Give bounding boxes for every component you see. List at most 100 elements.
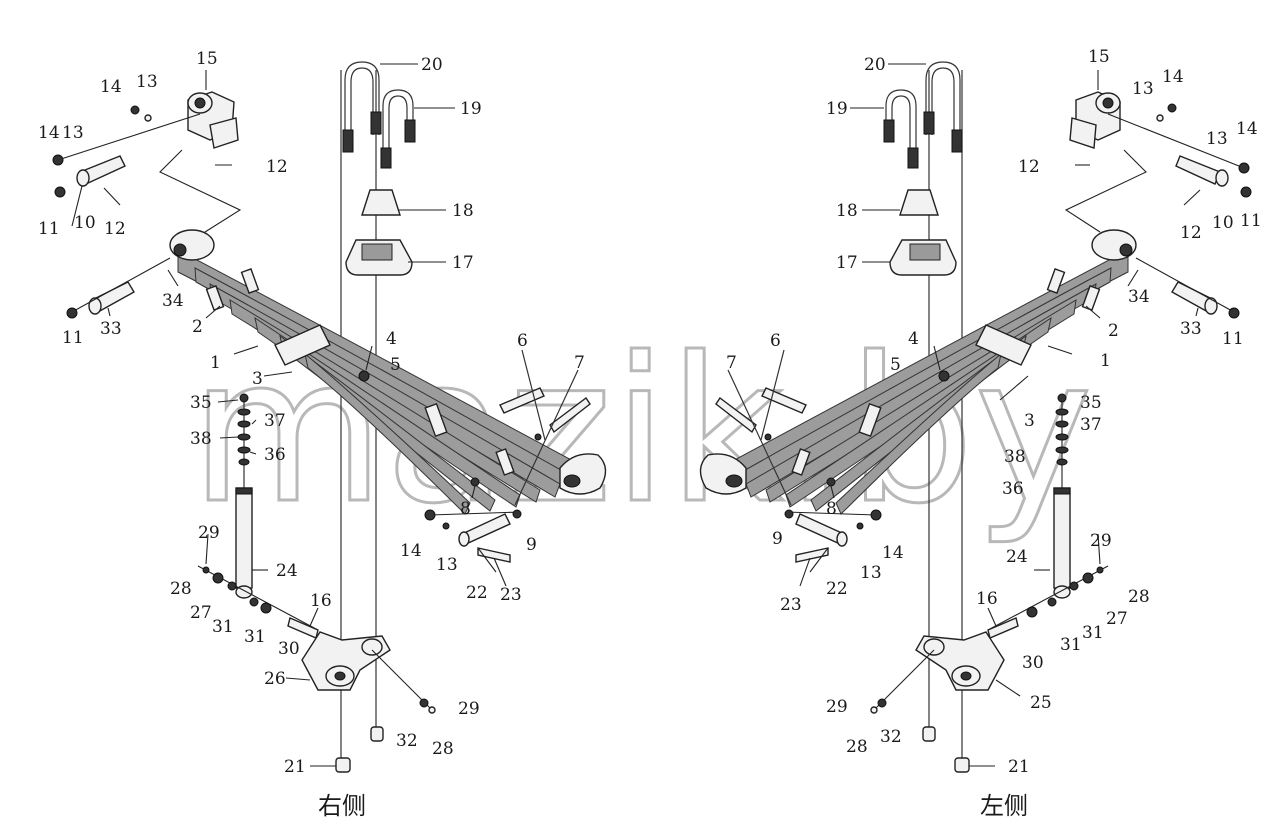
callout-10: 10 — [1212, 213, 1234, 233]
callout-6: 6 — [517, 331, 528, 351]
callout-24: 24 — [1006, 547, 1028, 567]
left-side-assembly — [699, 61, 1252, 773]
callout-38: 38 — [1004, 447, 1026, 467]
callout-2: 2 — [1108, 321, 1119, 341]
callout-30: 30 — [278, 639, 300, 659]
callout-33: 33 — [1180, 319, 1202, 339]
caption-left-side: 左侧 — [980, 792, 1028, 820]
callout-1: 1 — [210, 353, 221, 373]
callout-16: 16 — [310, 591, 332, 611]
callout-13: 13 — [62, 123, 84, 143]
u-bolt-20-right — [344, 61, 380, 150]
shock-absorber-24-right — [235, 393, 253, 599]
caption-right-side: 右侧 — [318, 792, 366, 820]
callout-37: 37 — [1080, 415, 1102, 435]
u-bolt-19-right — [382, 89, 414, 165]
callout-35: 35 — [190, 393, 212, 413]
callout-32: 32 — [396, 731, 418, 751]
callout-11: 11 — [62, 328, 84, 348]
callout-2: 2 — [192, 317, 203, 337]
callout-31: 31 — [212, 617, 234, 637]
callout-23: 23 — [780, 595, 802, 615]
callout-28: 28 — [846, 737, 868, 757]
callout-28: 28 — [432, 739, 454, 759]
callout-21: 21 — [284, 757, 306, 777]
spacer-18-right — [361, 189, 401, 216]
callout-25: 25 — [1030, 693, 1052, 713]
callout-35: 35 — [1080, 393, 1102, 413]
callout-28: 28 — [170, 579, 192, 599]
callout-15: 15 — [1088, 47, 1110, 67]
callout-18: 18 — [452, 201, 474, 221]
callout-11: 11 — [1240, 211, 1262, 231]
callout-15: 15 — [196, 49, 218, 69]
callout-14: 14 — [1162, 67, 1184, 87]
callout-13: 13 — [860, 563, 882, 583]
callout-31: 31 — [1060, 635, 1082, 655]
callout-13: 13 — [1206, 129, 1228, 149]
callout-12: 12 — [1180, 223, 1202, 243]
callout-10: 10 — [74, 213, 96, 233]
callout-13: 13 — [436, 555, 458, 575]
callout-9: 9 — [772, 529, 783, 549]
callout-27: 27 — [190, 603, 212, 623]
callout-31: 31 — [1082, 623, 1104, 643]
callout-28: 28 — [1128, 587, 1150, 607]
callout-3: 3 — [252, 369, 263, 389]
callout-21: 21 — [1008, 757, 1030, 777]
callout-6: 6 — [770, 331, 781, 351]
bracket-25-left — [915, 631, 1005, 691]
callout-23: 23 — [500, 585, 522, 605]
callout-9: 9 — [526, 535, 537, 555]
callout-34: 34 — [1128, 287, 1150, 307]
callout-1: 1 — [1100, 351, 1111, 371]
callout-32: 32 — [880, 727, 902, 747]
callout-19: 19 — [826, 99, 848, 119]
leaf-spring-left — [699, 229, 1137, 515]
callout-11: 11 — [38, 219, 60, 239]
callout-12: 12 — [266, 157, 288, 177]
callout-26: 26 — [264, 669, 286, 689]
callout-38: 38 — [190, 429, 212, 449]
callout-12: 12 — [1018, 157, 1040, 177]
callout-30: 30 — [1022, 653, 1044, 673]
callout-22: 22 — [826, 579, 848, 599]
callout-11: 11 — [1222, 329, 1244, 349]
callout-20: 20 — [864, 55, 886, 75]
callout-14: 14 — [100, 77, 122, 97]
callout-14: 14 — [400, 541, 422, 561]
callout-3: 3 — [1024, 411, 1035, 431]
callout-17: 17 — [452, 253, 474, 273]
callout-labels-right: 20 19 18 17 15 14 13 14 13 12 11 10 12 3… — [38, 49, 585, 777]
callout-31: 31 — [244, 627, 266, 647]
callout-12: 12 — [104, 219, 126, 239]
shock-absorber-24-left — [1053, 393, 1071, 599]
callout-17: 17 — [836, 253, 858, 273]
callout-27: 27 — [1106, 609, 1128, 629]
callout-8: 8 — [826, 499, 837, 519]
callout-5: 5 — [890, 355, 901, 375]
callout-13: 13 — [136, 72, 158, 92]
callout-29: 29 — [826, 697, 848, 717]
callout-36: 36 — [1002, 479, 1024, 499]
callout-14: 14 — [1236, 119, 1258, 139]
u-bolt-20-left — [925, 61, 961, 150]
bracket-26-right — [301, 631, 391, 691]
callout-16: 16 — [976, 589, 998, 609]
callout-37: 37 — [264, 411, 286, 431]
right-side-assembly — [52, 61, 607, 773]
callout-18: 18 — [836, 201, 858, 221]
callout-14: 14 — [882, 543, 904, 563]
callout-36: 36 — [264, 445, 286, 465]
callout-20: 20 — [421, 55, 443, 75]
callout-29: 29 — [458, 699, 480, 719]
callout-4: 4 — [386, 329, 397, 349]
u-bolt-19-left — [885, 89, 917, 165]
callout-33: 33 — [100, 319, 122, 339]
spring-bracket-15-right — [187, 91, 239, 149]
spring-bracket-15-left — [1069, 91, 1121, 149]
callout-29: 29 — [198, 523, 220, 543]
callout-24: 24 — [276, 561, 298, 581]
leaf-spring-right — [169, 229, 607, 515]
